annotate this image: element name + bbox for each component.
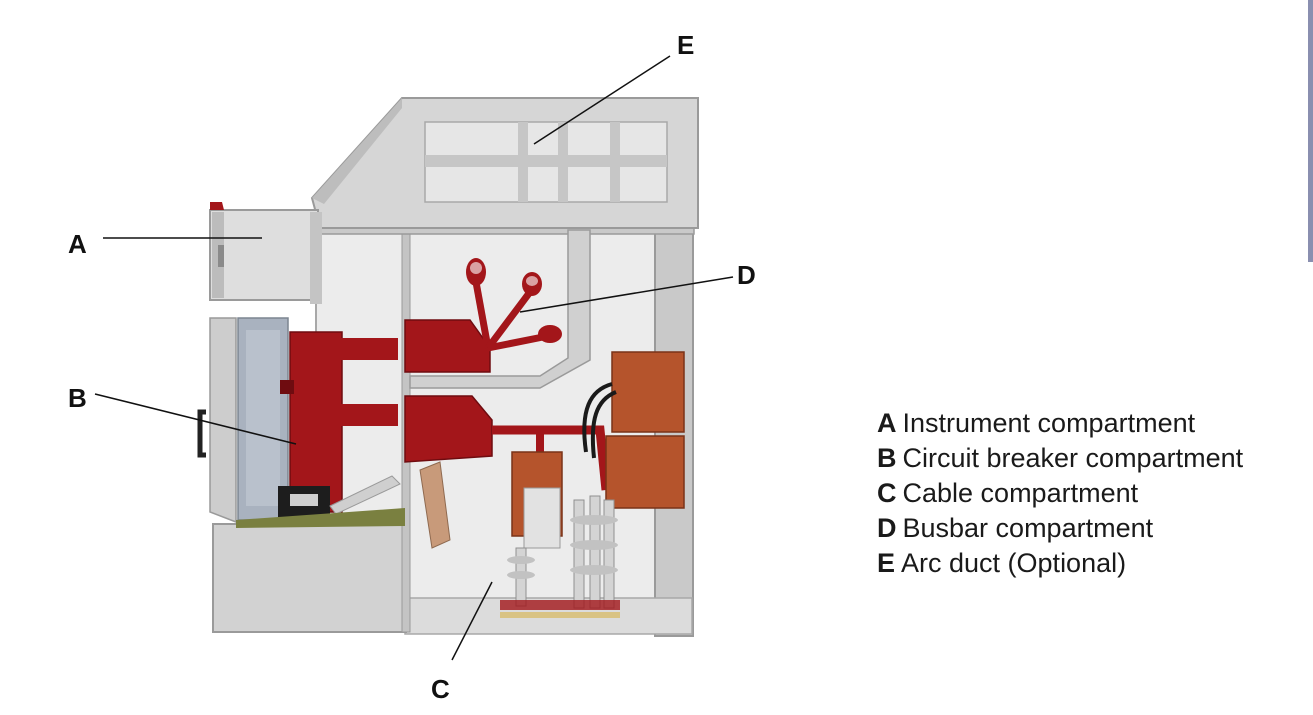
edge-accent-bar — [1308, 0, 1313, 262]
leader-line-c — [451, 581, 493, 661]
cable-compartment — [419, 351, 685, 618]
legend-key: A — [877, 408, 897, 438]
legend-text: Cable compartment — [902, 478, 1139, 508]
legend-key: E — [877, 548, 896, 578]
leader-line-e — [533, 55, 671, 145]
callout-d: D — [737, 260, 756, 290]
circuit-breaker-compartment — [197, 317, 405, 528]
callout-a: A — [68, 229, 87, 259]
legend-text: Instrument compartment — [902, 408, 1196, 438]
legend-key: D — [877, 513, 897, 543]
callout-e: E — [677, 30, 694, 60]
callout-c: C — [431, 674, 450, 704]
legend-key: C — [877, 478, 897, 508]
legend-key: B — [877, 443, 897, 473]
legend-text: Circuit breaker compartment — [902, 443, 1244, 473]
busbar-compartment — [404, 229, 591, 463]
leader-line-b — [94, 393, 297, 445]
legend-text: Arc duct (Optional) — [901, 548, 1127, 578]
leader-line-d — [519, 276, 734, 313]
arc-duct — [310, 97, 699, 229]
instrument-compartment — [209, 202, 322, 304]
callout-b: B — [68, 383, 87, 413]
leader-lines — [94, 55, 734, 661]
legend-text: Busbar compartment — [902, 513, 1154, 543]
